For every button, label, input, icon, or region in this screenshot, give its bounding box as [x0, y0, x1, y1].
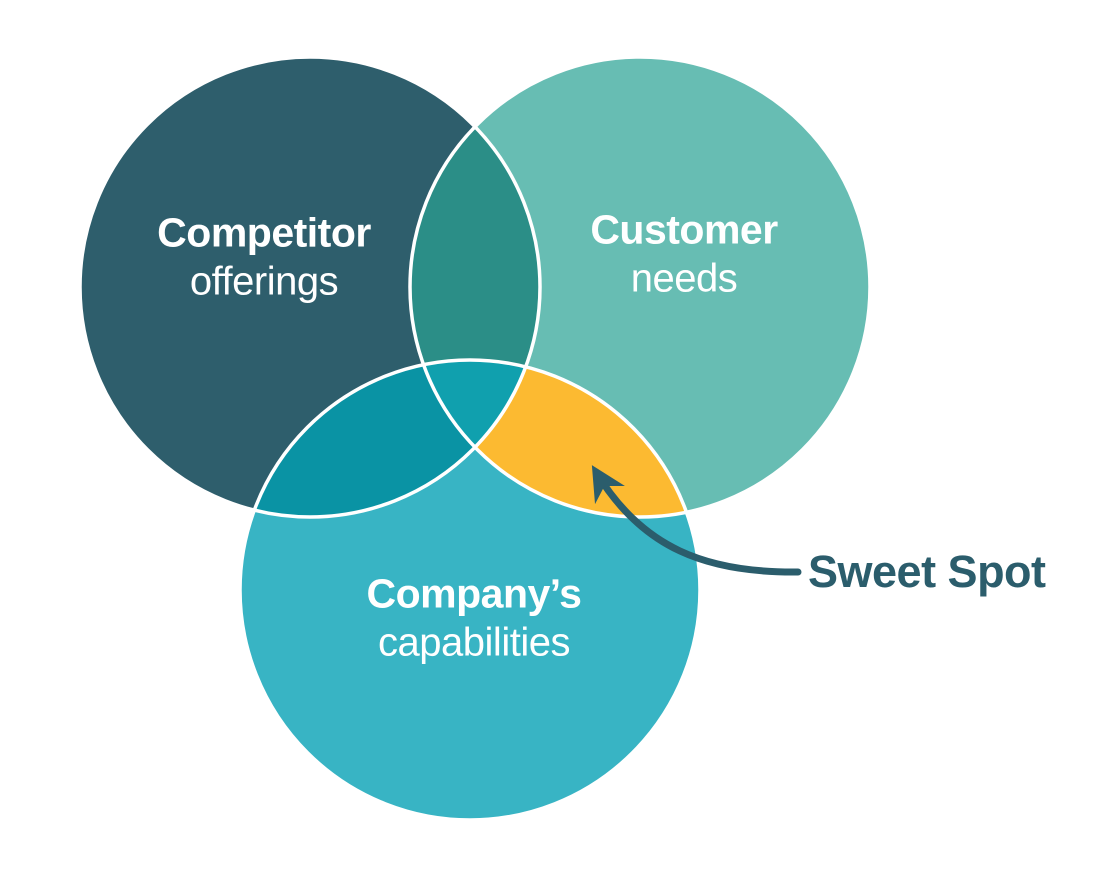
competitor-label-regular: offerings — [189, 259, 339, 304]
competitor-circle-outline — [78, 55, 542, 519]
company-label-regular: capabilities — [378, 620, 570, 665]
sweet-spot-region — [410, 360, 700, 517]
sweet-spot-arrow — [591, 465, 802, 576]
customer-label: Customer needs — [590, 205, 778, 304]
company-label-bold: Company’s — [366, 570, 582, 617]
competitor-label: Competitor offerings — [157, 208, 371, 307]
sweet-spot-label: Sweet Spot — [808, 546, 1046, 597]
company-label: Company’s capabilities — [367, 569, 582, 668]
customer-circle-outline — [408, 55, 872, 519]
customer-label-regular: needs — [630, 256, 738, 301]
competitor-company-overlap — [240, 360, 540, 517]
competitor-label-bold: Competitor — [157, 209, 371, 256]
customer-label-bold: Customer — [590, 206, 778, 253]
company-circle-outline — [238, 358, 702, 822]
